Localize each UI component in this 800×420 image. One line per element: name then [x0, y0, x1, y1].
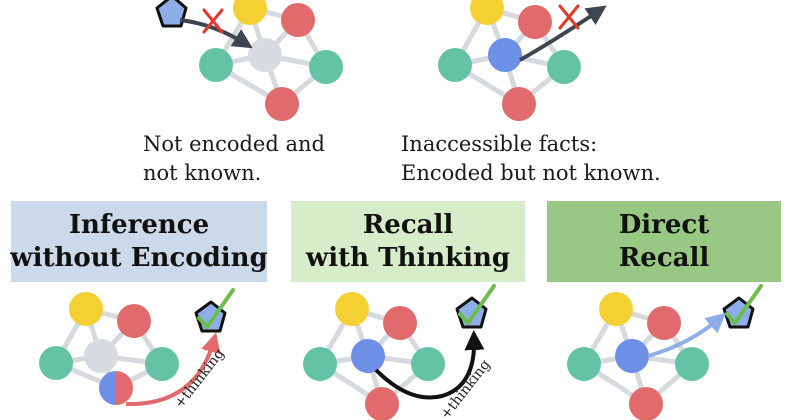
graph-node [199, 48, 233, 82]
graph-node [365, 387, 399, 420]
graph-node [335, 292, 369, 326]
graph-direct-recall [567, 284, 763, 420]
cross-icon [558, 4, 580, 30]
graph-inaccessible [438, 0, 607, 121]
graph-node [438, 48, 472, 82]
box-inference-bg [11, 201, 267, 282]
box-direct-recall-bg [547, 201, 781, 282]
thinking-arrow [374, 330, 485, 400]
check-icon [458, 284, 496, 325]
box-recall-thinking-bg [291, 201, 525, 282]
query-pentagon-icon [155, 0, 188, 28]
graph-not-encoded [155, 0, 343, 121]
caption-line: Inaccessible facts: [401, 132, 598, 156]
graph-node [502, 87, 536, 121]
box-recall-with-thinking: Recall with Thinking [291, 201, 525, 282]
graph-node [69, 292, 103, 326]
caption-line: Encoded but not known. [401, 161, 661, 185]
graph-node [615, 339, 649, 373]
graph-node [599, 292, 633, 326]
graph-node [145, 347, 179, 381]
graph-node [84, 339, 118, 373]
graph-node [309, 50, 343, 84]
graph-node [303, 347, 337, 381]
box-direct-recall: Direct Recall [547, 201, 781, 282]
graph-node [281, 3, 315, 37]
graph-node [39, 346, 73, 380]
box-title-line: without Encoding [10, 242, 268, 273]
graph-node [647, 306, 681, 340]
caption-inaccessible: Inaccessible facts: Encoded but not know… [401, 130, 661, 188]
graph-node [518, 5, 552, 39]
graph-recall-thinking: +thinking [303, 284, 496, 420]
thinking-label: +thinking [438, 357, 494, 420]
split-node [99, 371, 133, 405]
recall-arrow [179, 18, 253, 49]
graph-node [488, 38, 522, 72]
box-inference-without-encoding: Inference without Encoding [10, 201, 268, 282]
thinking-arrow [125, 332, 221, 407]
graph-node [411, 347, 445, 381]
graph-node [547, 50, 581, 84]
box-title-line: with Thinking [305, 242, 511, 273]
box-title-line: Recall [618, 242, 710, 273]
recall-arrow [647, 312, 727, 358]
graph-node [629, 387, 663, 420]
caption-line: not known. [143, 161, 262, 185]
graph-node [383, 306, 417, 340]
recall-arrow [519, 5, 607, 62]
graph-inference: +thinking [39, 288, 235, 412]
graph-node [567, 347, 601, 381]
box-title-line: Recall [362, 209, 454, 240]
graph-node [248, 38, 282, 72]
box-title-line: Inference [68, 209, 210, 240]
check-icon [197, 288, 235, 329]
graph-node [117, 304, 151, 338]
check-icon [725, 284, 763, 325]
caption-not-encoded: Not encoded and not known. [143, 130, 325, 188]
graph-node [351, 339, 385, 373]
box-title-line: Direct [618, 209, 710, 240]
caption-line: Not encoded and [143, 132, 325, 156]
graph-node [675, 347, 709, 381]
graph-node [470, 0, 504, 25]
graph-node [265, 87, 299, 121]
cross-icon [202, 8, 224, 34]
graph-node [233, 0, 267, 25]
thinking-label: +thinking [172, 346, 228, 412]
